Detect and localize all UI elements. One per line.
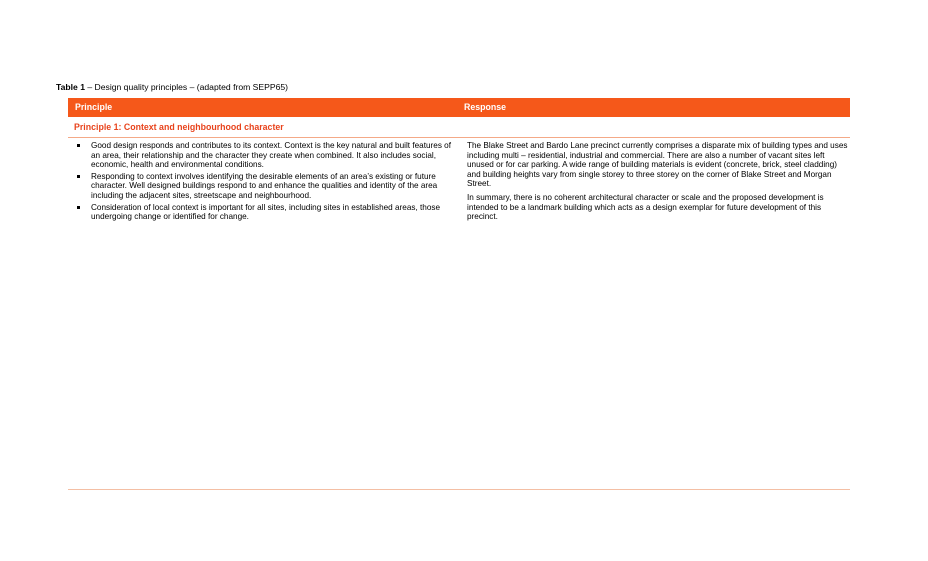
bullet-icon (77, 205, 80, 209)
table-header-bar: Principle Response (68, 98, 850, 117)
principle-list: Good design responds and contributes to … (76, 141, 458, 224)
section-divider (68, 137, 850, 138)
column-header-response: Response (464, 102, 507, 112)
section-row: Principle 1: Context and neighbourhood c… (68, 119, 850, 137)
principle-text: Responding to context involves identifyi… (91, 171, 438, 200)
bullet-icon (77, 144, 80, 147)
column-header-principle: Principle (75, 102, 113, 112)
table-bottom-rule (68, 489, 850, 490)
table-caption-label: Table 1 (56, 82, 85, 92)
list-item: Responding to context involves identifyi… (76, 172, 458, 201)
list-item: Consideration of local context is import… (76, 203, 458, 222)
table-caption-text: – Design quality principles – (adapted f… (84, 82, 288, 92)
principle-text: Consideration of local context is import… (91, 202, 441, 222)
principle-text: Good design responds and contributes to … (91, 141, 452, 170)
bullet-icon (77, 174, 80, 178)
section-title: Principle 1: Context and neighbourhood c… (74, 122, 284, 132)
table-caption: Table 1 – Design quality principles – (a… (56, 82, 288, 93)
response-column: The Blake Street and Bardo Lane precinct… (467, 141, 849, 226)
response-paragraph: The Blake Street and Bardo Lane precinct… (467, 141, 848, 189)
list-item: Good design responds and contributes to … (76, 141, 458, 170)
response-paragraph: In summary, there is no coherent archite… (467, 192, 824, 222)
